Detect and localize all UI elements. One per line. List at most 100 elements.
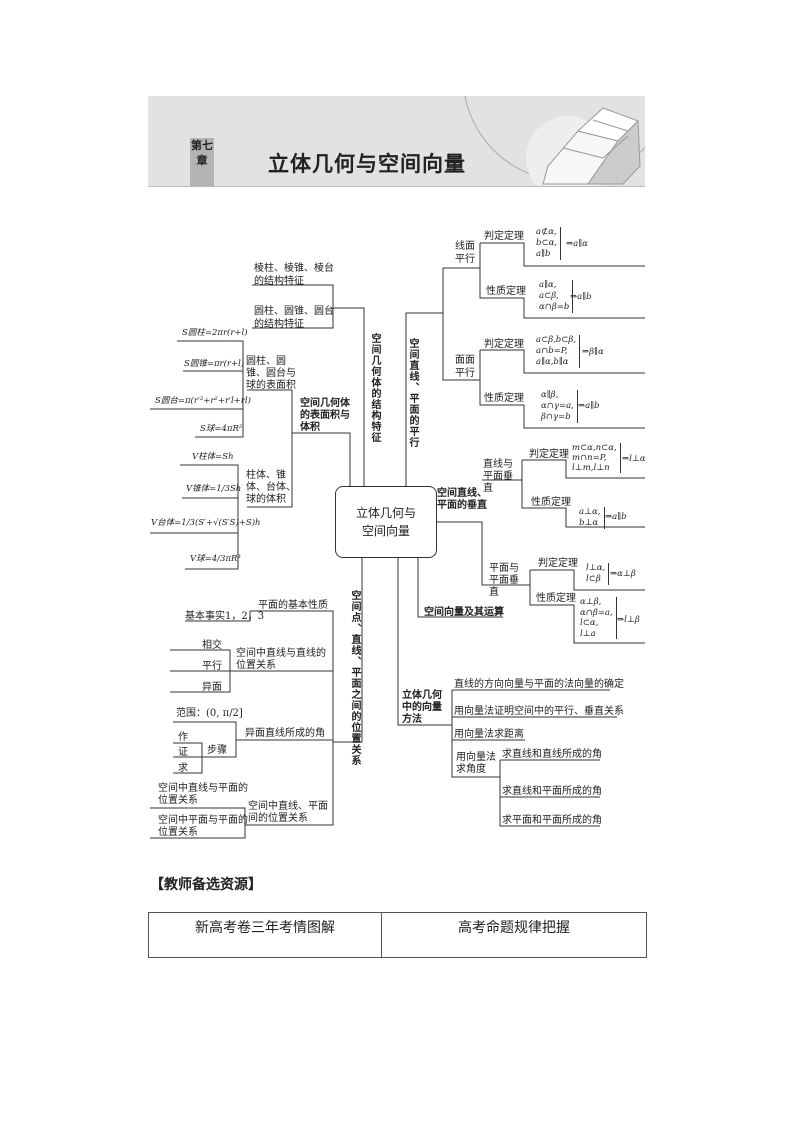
connector-line — [247, 389, 293, 508]
formula: V球=4/3πR³ — [190, 554, 241, 564]
formula: V锥体=1/3Sh — [186, 484, 242, 494]
node-judge: 判定定理 — [484, 231, 524, 242]
node-skew: 异面 — [202, 682, 222, 693]
branch-parallel: 空间直线、平面的平行 — [407, 338, 418, 448]
node-cylinder-structure: 圆柱、圆锥、圆台的结构特征 — [254, 306, 334, 330]
formula-result: ⇒β∥α — [582, 347, 604, 357]
connector-line — [173, 742, 203, 774]
node-line-plane-parallel: 线面平行 — [455, 241, 475, 265]
formula-result: ⇒a∥b — [578, 401, 600, 411]
formula-result: ⇒α⊥β — [610, 569, 636, 579]
connector-line — [451, 689, 617, 778]
formula-block: m⊂α,n⊂α,m∩n=P,l⊥m,l⊥n — [572, 443, 621, 473]
formula: S球=4πR² — [200, 424, 243, 434]
connector-line — [417, 556, 503, 618]
connector-line — [180, 464, 239, 570]
connector-line — [529, 569, 645, 644]
connector-line — [185, 611, 251, 622]
formula-block: α⊥β,α∩β=a,l⊂α,l⊥a — [580, 597, 617, 639]
connector-line — [252, 284, 334, 329]
connector-line — [150, 807, 246, 839]
node-surface-area: 圆柱、圆锥、圆台与球的表面积 — [246, 356, 296, 391]
table-header: 新高考卷三年考情图解 — [147, 912, 383, 958]
formula-block: α∥β,α∩γ=a,β∩γ=b — [541, 390, 578, 423]
node-angle-item: 求直线和直线所成的角 — [502, 749, 602, 760]
node-vector-item: 直线的方向向量与平面的法向量的确定 — [454, 679, 624, 690]
cube-decoration-icon — [464, 96, 645, 186]
connector-line — [333, 556, 363, 743]
node-property: 性质定理 — [531, 497, 571, 508]
node-vector-item: 用向量法求距离 — [454, 729, 524, 740]
connector-line — [521, 459, 645, 528]
chapter-header: 第七章 立体几何与空间向量 — [148, 96, 645, 187]
branch-area-volume: 空间几何体的表面积与体积 — [300, 398, 350, 433]
node-parallel: 平行 — [202, 661, 222, 672]
formula-result: ⇒a∥b — [605, 512, 627, 522]
node-line-plane-perp: 直线与平面垂直 — [483, 459, 513, 494]
formula-result: ⇒a∥α — [566, 239, 588, 249]
connector-line — [170, 649, 231, 693]
node-range: 范围：(0, π/2] — [176, 708, 243, 719]
formula-result: ⇒a∥b — [570, 292, 592, 302]
section-heading: 【教师备选资源】 — [150, 877, 262, 893]
formula-result: ⇒l⊥β — [617, 615, 640, 625]
node-judge: 判定定理 — [484, 339, 524, 350]
node-judge: 判定定理 — [538, 558, 578, 569]
node-step: 证 — [178, 747, 188, 758]
node-intersect: 相交 — [202, 640, 222, 651]
node-prism-structure: 棱柱、棱锥、棱台的结构特征 — [254, 263, 334, 287]
table-header: 高考命题规律把握 — [381, 912, 647, 958]
formula-block: a⊄α,b⊂α,a∥b — [536, 227, 562, 260]
formula: S圆柱=2πr(r+l) — [182, 328, 248, 338]
connector-line — [397, 556, 452, 726]
formula: S圆锥=πr(r+l) — [184, 359, 245, 369]
branch-position: 空间点、直线、平面之间的位置关系 — [349, 590, 360, 766]
node-skew-angle: 异面直线所成的角 — [245, 728, 325, 739]
formula: V台体=1/3(S′+√(S′S)+S)h — [151, 518, 261, 528]
node-line-line: 空间中直线与直线的位置关系 — [236, 648, 326, 671]
connector-line — [405, 312, 443, 486]
node-angle-item: 求直线和平面所成的角 — [502, 786, 602, 797]
node-property: 性质定理 — [536, 593, 576, 604]
formula: V柱体=Sh — [192, 452, 234, 462]
branch-vector-method: 立体几何中的向量方法 — [402, 690, 442, 725]
mindmap-root: 立体几何与空间向量 — [335, 486, 437, 558]
connector-line — [436, 479, 530, 586]
node-judge: 判定定理 — [529, 449, 569, 460]
node-steps: 步骤 — [207, 745, 227, 756]
node-plane-plane-parallel: 面面平行 — [455, 355, 475, 379]
formula-block: l⊥α,l⊂β — [586, 563, 610, 585]
node-line-plane-position: 空间中直线、平面间的位置关系 — [248, 801, 328, 824]
node-basic-facts: 基本事实1，2，3 — [185, 611, 265, 622]
node-vector-item: 用向量法证明空间中的平行、垂直关系 — [454, 706, 624, 717]
node-property: 性质定理 — [484, 393, 524, 404]
connector-line — [292, 432, 351, 486]
connector-line — [230, 610, 334, 826]
branch-perpendicular: 空间直线、平面的垂直 — [437, 488, 487, 511]
connector-line — [479, 242, 645, 319]
connector-line — [173, 721, 262, 758]
resource-table: 新高考卷三年考情图解 高考命题规律把握 — [147, 912, 647, 958]
formula-result: ⇒l⊥α — [622, 454, 646, 464]
formula-block: a∥α,a⊂β,α∩β=b — [539, 280, 574, 313]
node-property: 性质定理 — [486, 286, 526, 297]
chapter-tab: 第七章 — [190, 138, 214, 186]
connector-line — [177, 340, 244, 438]
connector-line — [442, 267, 480, 381]
node-step: 求 — [178, 763, 188, 774]
connector-line — [333, 307, 365, 486]
chapter-title: 立体几何与空间向量 — [268, 151, 466, 176]
node-angle-item: 求平面和平面所成的角 — [502, 815, 602, 826]
connector-line — [499, 759, 600, 827]
branch-vector-ops: 空间向量及其运算 — [424, 607, 504, 618]
branch-structure: 空间几何体的结构特征 — [369, 333, 380, 443]
node-lp-item: 空间中直线与平面的位置关系 — [158, 783, 248, 806]
node-plane-plane-perp: 平面与平面垂直 — [489, 563, 519, 598]
formula-block: a⊂β,b⊂β,a∩b=P,a∥α,b∥α — [536, 335, 580, 368]
node-step: 作 — [178, 732, 188, 743]
node-plane-basic: 平面的基本性质 — [258, 600, 328, 611]
node-vector-angle: 用向量法求角度 — [456, 752, 496, 775]
node-volume: 柱体、锥体、台体、球的体积 — [246, 470, 296, 505]
